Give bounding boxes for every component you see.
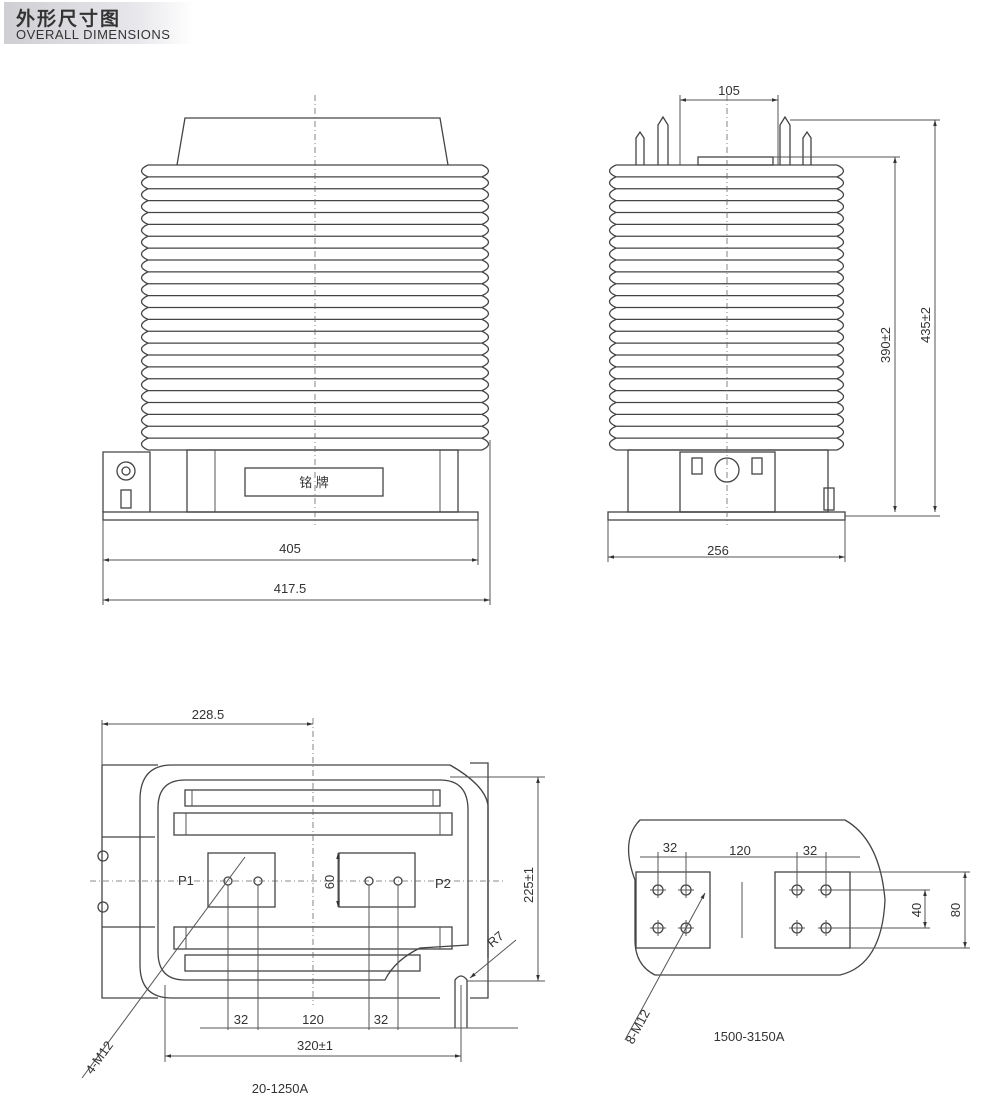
dim-32-right: 32: [374, 1012, 388, 1027]
bolt-spec-8-m12: 8-M12: [622, 1007, 653, 1047]
dim-60: 60: [322, 875, 337, 889]
side-terminals: [635, 115, 812, 165]
bolt-spec-4-m12: 4-M12: [82, 1038, 116, 1077]
title-english: OVERALL DIMENSIONS: [16, 27, 171, 42]
dim2-40: 40: [909, 903, 924, 917]
front-view: 铭 牌 405 417.5: [102, 95, 491, 605]
dim2-32-left: 32: [663, 840, 677, 855]
dim2-32-right: 32: [803, 843, 817, 858]
nameplate: [244, 467, 384, 497]
busbar-left: [635, 871, 711, 949]
dim2-120: 120: [729, 843, 751, 858]
side-ribs: [608, 164, 845, 451]
dim-105: 105: [718, 83, 740, 98]
dim-225: 225±1: [521, 867, 536, 903]
label-p2: P2: [435, 876, 451, 891]
dim-320: 320±1: [297, 1038, 333, 1053]
side-view: 105 390±2 435±2 256: [607, 83, 940, 562]
dim2-80: 80: [948, 903, 963, 917]
side-lower-body: [627, 449, 829, 513]
front-terminal-lug: [102, 451, 151, 512]
label-p1: P1: [178, 873, 194, 888]
plan-view-1500-3150a: 32 120 32 40 80 8-M12 1500-3150A: [622, 819, 970, 1047]
caption-20-1250a: 20-1250A: [252, 1081, 309, 1096]
dim-256: 256: [707, 543, 729, 558]
dim-405: 405: [279, 541, 301, 556]
front-handle: [176, 117, 449, 166]
dim-120: 120: [302, 1012, 324, 1027]
busbar-p2: [338, 852, 416, 908]
front-base-plate: [102, 511, 479, 521]
title-banner: 外形尺寸图 OVERALL DIMENSIONS: [4, 2, 194, 44]
busbar-right: [774, 871, 851, 949]
dim-417-5: 417.5: [274, 581, 307, 596]
title-chinese: 外形尺寸图: [16, 8, 122, 30]
inner-window: [157, 779, 469, 981]
dim-390: 390±2: [878, 327, 893, 363]
rib-fins: [608, 164, 845, 451]
side-base-plate: [607, 511, 846, 521]
nameplate-label: 铭 牌: [299, 475, 329, 490]
caption-1500-3150a: 1500-3150A: [714, 1029, 785, 1044]
slot: [454, 975, 468, 1028]
plan-view-20-1250a: 228.5 225±1 60 P1 P2 R7 32 120 32 320±1 …: [81, 707, 545, 1096]
busbar-p1: [207, 852, 276, 908]
dim-228-5: 228.5: [192, 707, 225, 722]
dim-435: 435±2: [918, 307, 933, 343]
outline: [627, 819, 886, 976]
dim-32-left: 32: [234, 1012, 248, 1027]
